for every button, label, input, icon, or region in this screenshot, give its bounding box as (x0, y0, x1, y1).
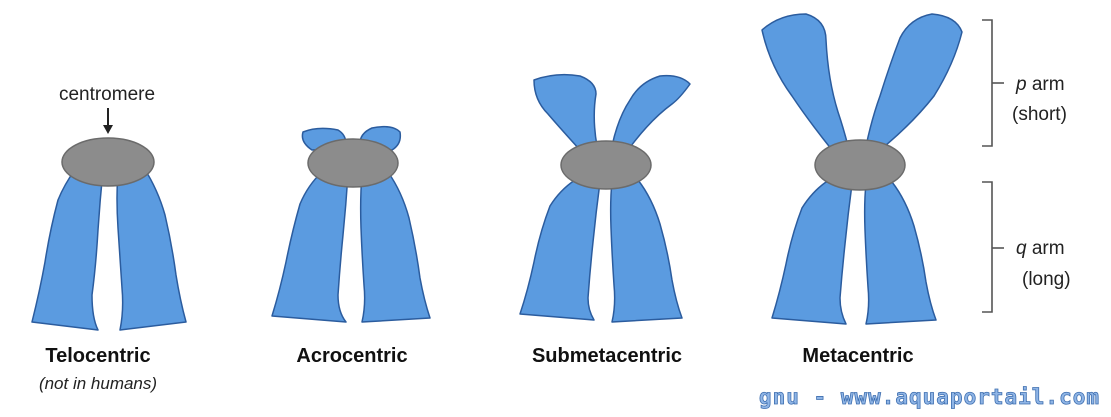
submetacentric-chromosome (520, 75, 690, 322)
telocentric-q-arm-left (32, 168, 103, 330)
q-arm-bracket (982, 182, 1004, 312)
acrocentric-q-arm-left (272, 172, 348, 322)
telocentric-label: Telocentric (45, 345, 150, 367)
centromere-label: centromere (59, 84, 155, 105)
submetacentric-q-arm-left (520, 180, 600, 320)
metacentric-p-arm-right (866, 14, 962, 150)
metacentric-q-arm-right (865, 182, 936, 324)
centromere-arrowhead-icon (103, 125, 113, 134)
watermark: gnu - www.aquaportail.com (759, 385, 1100, 409)
submetacentric-q-arm-right (611, 180, 682, 322)
metacentric-label: Metacentric (802, 345, 913, 367)
acrocentric-chromosome (272, 127, 430, 322)
metacentric-p-arm-left (762, 14, 848, 150)
submetacentric-p-arm-left (534, 75, 597, 150)
q-arm-label: q arm (1016, 238, 1065, 259)
p-arm-label: p arm (1015, 74, 1065, 95)
submetacentric-centromere (561, 141, 651, 189)
acrocentric-q-arm-right (361, 172, 430, 322)
telocentric-note: (not in humans) (39, 374, 157, 393)
metacentric-q-arm-left (772, 182, 852, 324)
submetacentric-p-arm-right (612, 76, 690, 150)
metacentric-centromere (815, 140, 905, 190)
acrocentric-label: Acrocentric (296, 345, 407, 367)
telocentric-chromosome (32, 138, 186, 330)
metacentric-chromosome (762, 14, 962, 324)
telocentric-q-arm-right (117, 168, 186, 330)
p-arm-bracket (982, 20, 1004, 146)
p-arm-desc: (short) (1012, 104, 1067, 125)
submetacentric-label: Submetacentric (532, 345, 682, 367)
q-arm-desc: (long) (1022, 269, 1071, 290)
acrocentric-centromere (308, 139, 398, 187)
telocentric-centromere (62, 138, 154, 186)
